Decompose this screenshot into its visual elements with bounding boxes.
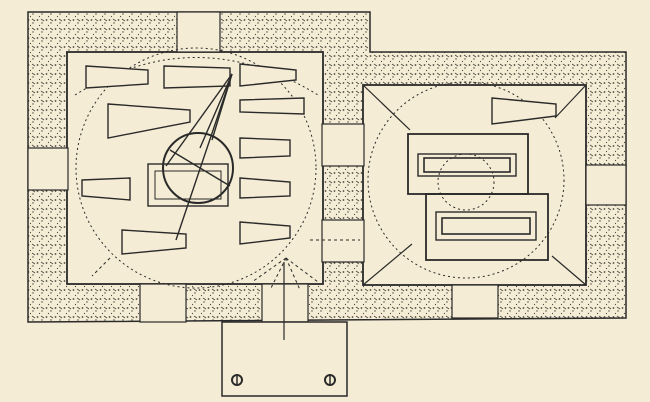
sarcophagus-lower (425, 193, 549, 261)
tapered-slab-right (491, 97, 557, 125)
radial-dashes (91, 239, 360, 291)
sarcophagus (163, 65, 231, 89)
sarcophagus (121, 229, 187, 255)
passage-lower (321, 219, 365, 263)
door-openings (27, 11, 627, 323)
right-circle (367, 81, 565, 279)
door-bottom-center (261, 283, 309, 323)
sarcophagus (239, 177, 291, 199)
central-bier-inner (154, 170, 222, 200)
sarcophagus (239, 63, 297, 87)
door-bottom-right (451, 284, 499, 319)
sarcophagus (239, 221, 291, 245)
bolt-mark-right (324, 374, 336, 386)
sarcophagus (107, 103, 191, 139)
door-left (27, 147, 69, 191)
right-hall-diagonals (362, 84, 587, 286)
sarcophagus (81, 177, 131, 201)
sarcophagus (85, 65, 149, 89)
tapered-sarcophagi (81, 63, 305, 255)
left-circle (162, 132, 234, 204)
door-top (176, 11, 221, 53)
bolt-mark-left (231, 374, 243, 386)
sarcophagus (239, 137, 291, 159)
sarcophagus (239, 97, 305, 115)
door-bottom-left (139, 283, 187, 323)
rectangular-sarcophagi (407, 133, 549, 261)
connecting-passage (321, 123, 365, 167)
left-hall (66, 51, 324, 285)
leader-lines (165, 73, 233, 241)
door-right (585, 164, 627, 206)
